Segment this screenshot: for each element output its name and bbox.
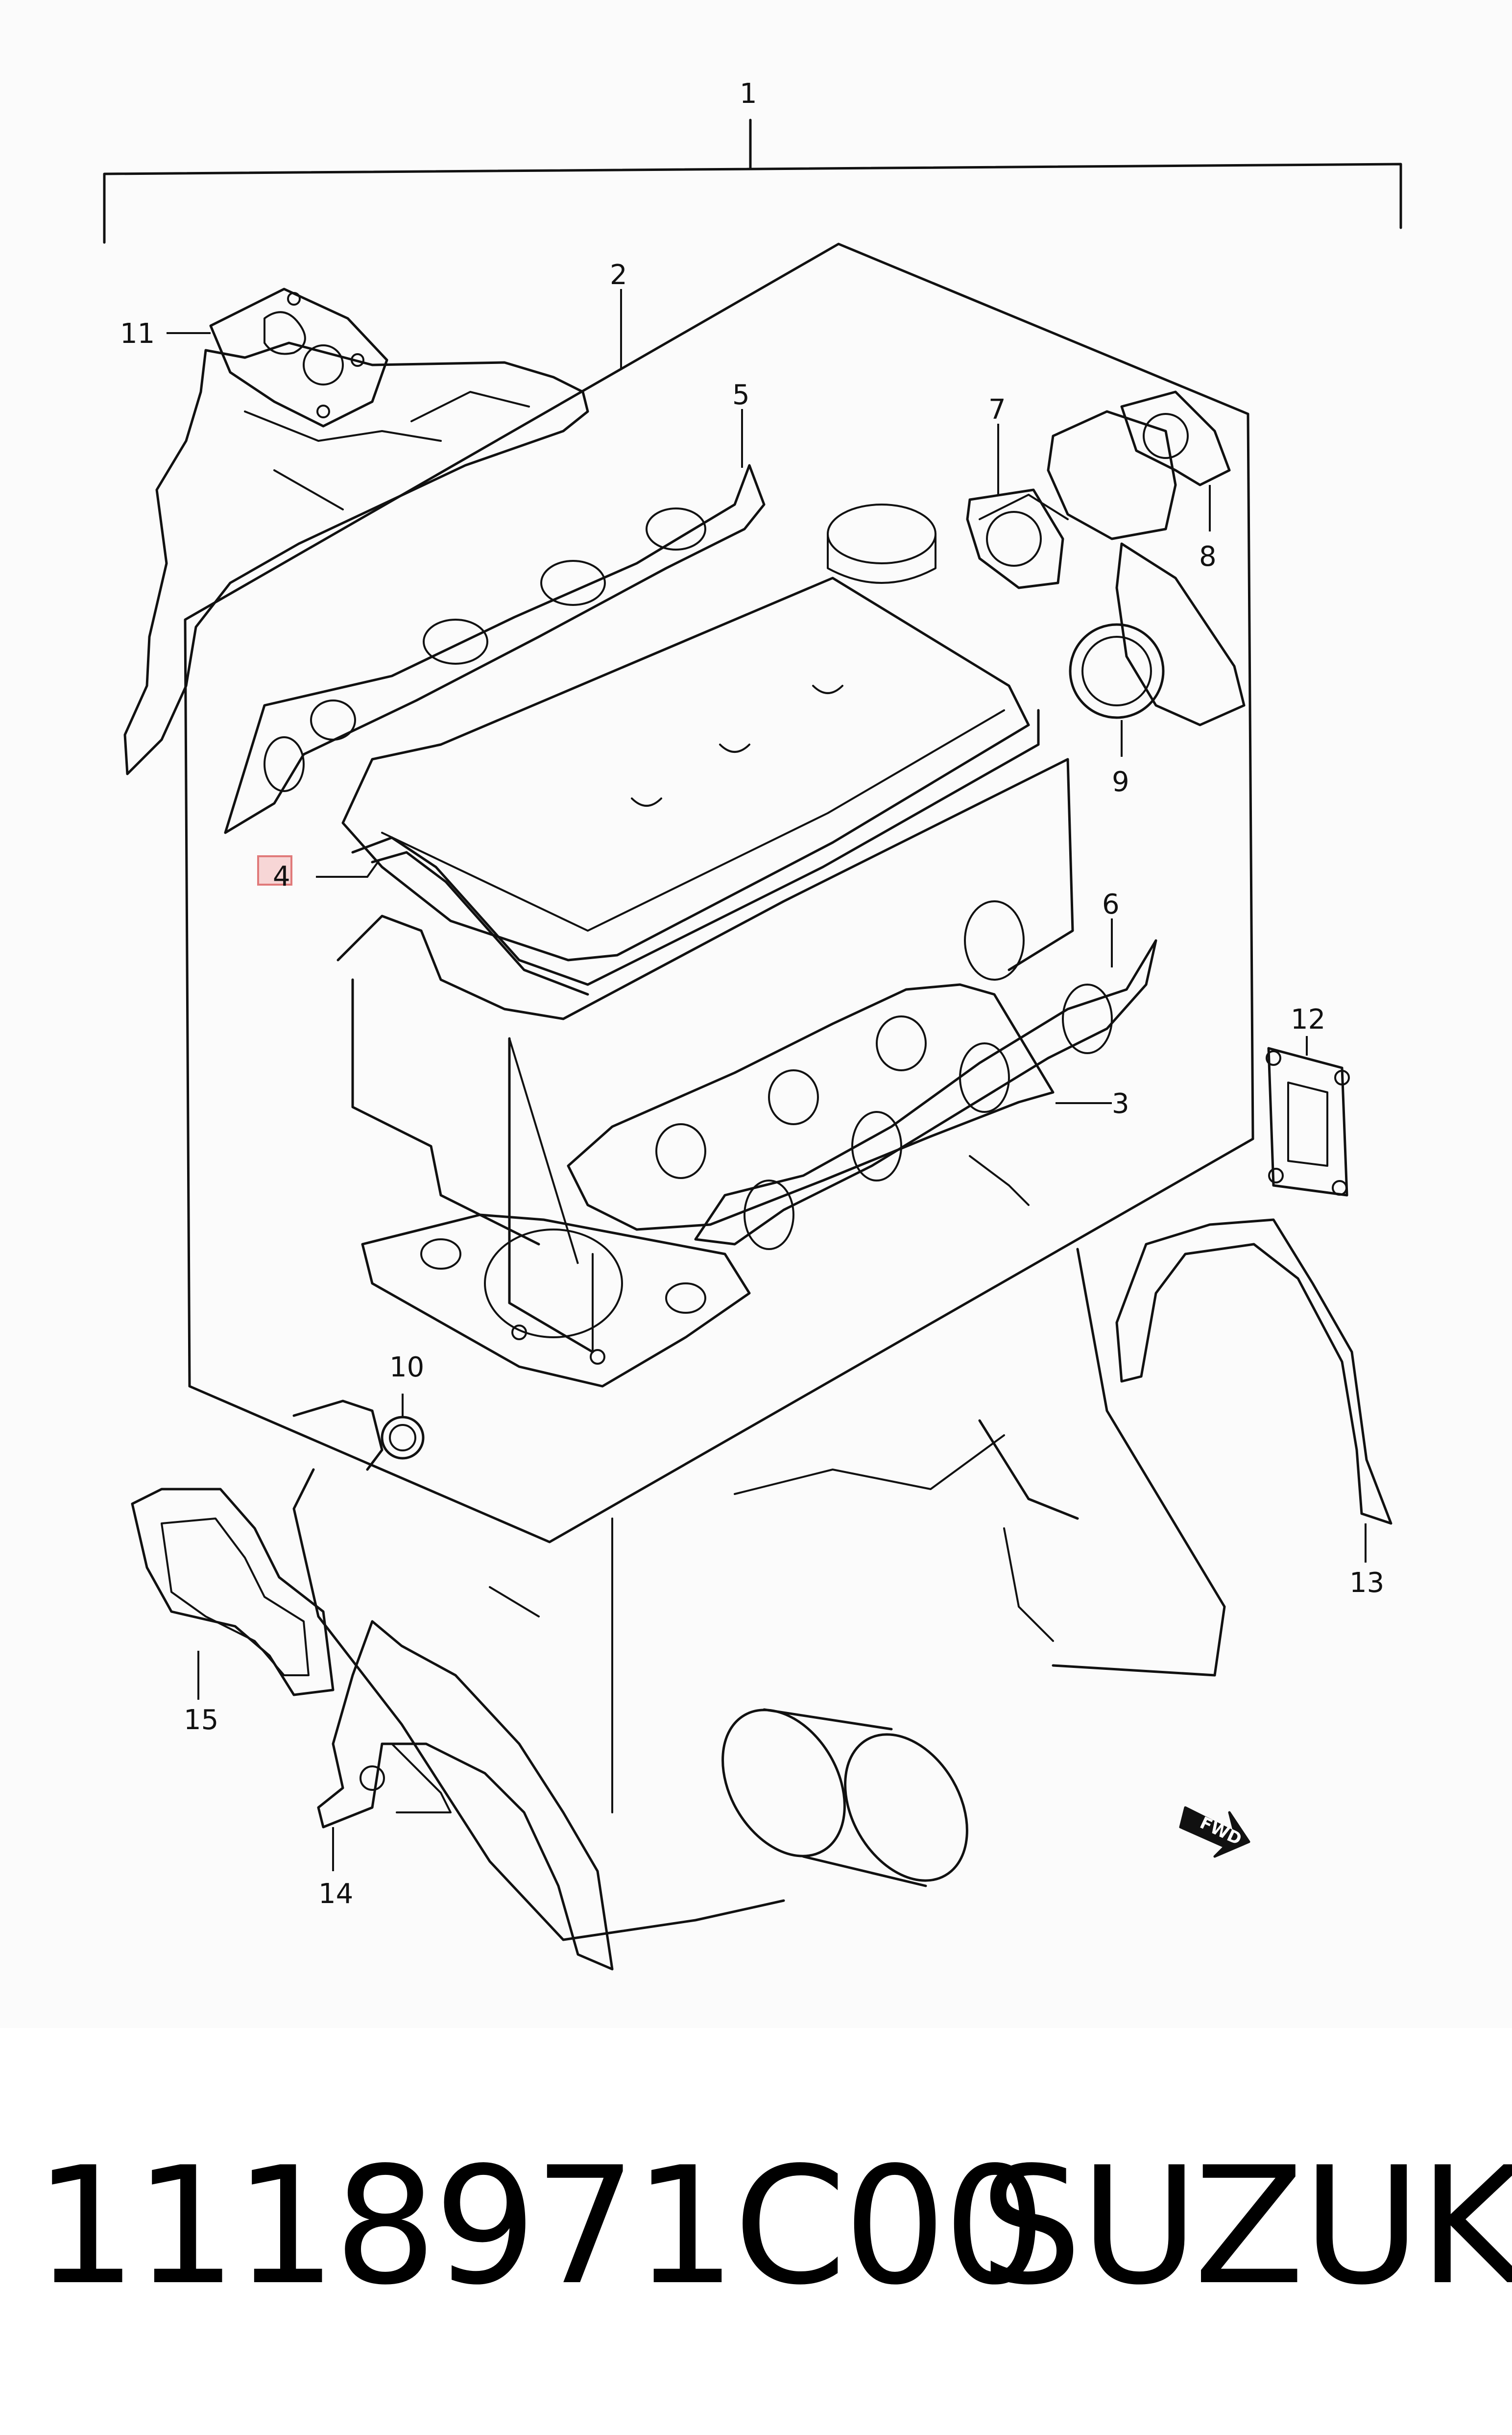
thermostat-seal-9 xyxy=(1069,623,1165,719)
water-pipe-gasket-12 xyxy=(1266,1047,1350,1197)
cylinder-head-cover xyxy=(341,504,1030,962)
callout-12[interactable]: 12 xyxy=(1291,1004,1325,1036)
callout-2[interactable]: 2 xyxy=(610,259,627,291)
callout-labels: 1 2 3 4 5 6 7 8 9 10 11 12 13 14 15 xyxy=(120,78,1384,1910)
caption-bar xyxy=(0,2028,1512,2435)
callout-11[interactable]: 11 xyxy=(120,318,155,350)
callout-6[interactable]: 6 xyxy=(1102,889,1120,920)
callout-13[interactable]: 13 xyxy=(1349,1567,1384,1599)
forward-direction-arrow: FWD xyxy=(1179,1806,1250,1858)
callout-14[interactable]: 14 xyxy=(318,1878,353,1910)
oil-filter xyxy=(721,1708,968,1887)
callout-9[interactable]: 9 xyxy=(1112,766,1129,798)
head-cover-gasket xyxy=(351,709,1040,996)
callout-4[interactable]: 4 xyxy=(273,861,290,892)
callout-5[interactable]: 5 xyxy=(732,379,750,411)
timing-cover-gasket-13 xyxy=(1115,1218,1392,1525)
throttle-body-gasket xyxy=(209,288,388,428)
intake-manifold-gasket xyxy=(224,464,766,834)
kit-box-outline xyxy=(184,242,1254,1543)
callout-7[interactable]: 7 xyxy=(988,394,1006,426)
callout-3[interactable]: 3 xyxy=(1112,1088,1129,1120)
callout-8[interactable]: 8 xyxy=(1199,541,1217,573)
exhaust-manifold-gasket xyxy=(694,939,1157,1250)
brand-name: SUZUKI xyxy=(980,2132,1512,2320)
callout-10[interactable]: 10 xyxy=(389,1351,424,1383)
thermostat-gasket-7 xyxy=(966,488,1064,589)
callout-1[interactable]: 1 xyxy=(740,78,757,110)
head-gasket xyxy=(361,1213,751,1388)
part-number: 1118971C00 xyxy=(34,2132,1046,2320)
leader-lines xyxy=(167,289,1367,1871)
exploded-gasket-diagram: FWD 1 2 3 4 5 6 7 8 9 10 11 12 13 14 15 xyxy=(103,78,1402,1971)
callout-15[interactable]: 15 xyxy=(184,1704,218,1736)
cylinder-block xyxy=(336,758,1074,1353)
intake-side-gasket xyxy=(567,983,1055,1231)
kit-bracket xyxy=(103,119,1402,244)
parts-diagram-panel: FWD 1 2 3 4 5 6 7 8 9 10 11 12 13 14 15 xyxy=(103,78,1402,1971)
intake-manifold xyxy=(123,341,589,775)
callout-4-highlight xyxy=(257,855,292,886)
lower-engine-block xyxy=(292,1248,1226,1941)
water-pump-gasket-15 xyxy=(131,1488,335,1696)
oil-pump-gasket-14 xyxy=(317,1620,614,1971)
o-ring-10 xyxy=(292,1399,425,1471)
water-outlet-gasket-8 xyxy=(1120,390,1231,486)
